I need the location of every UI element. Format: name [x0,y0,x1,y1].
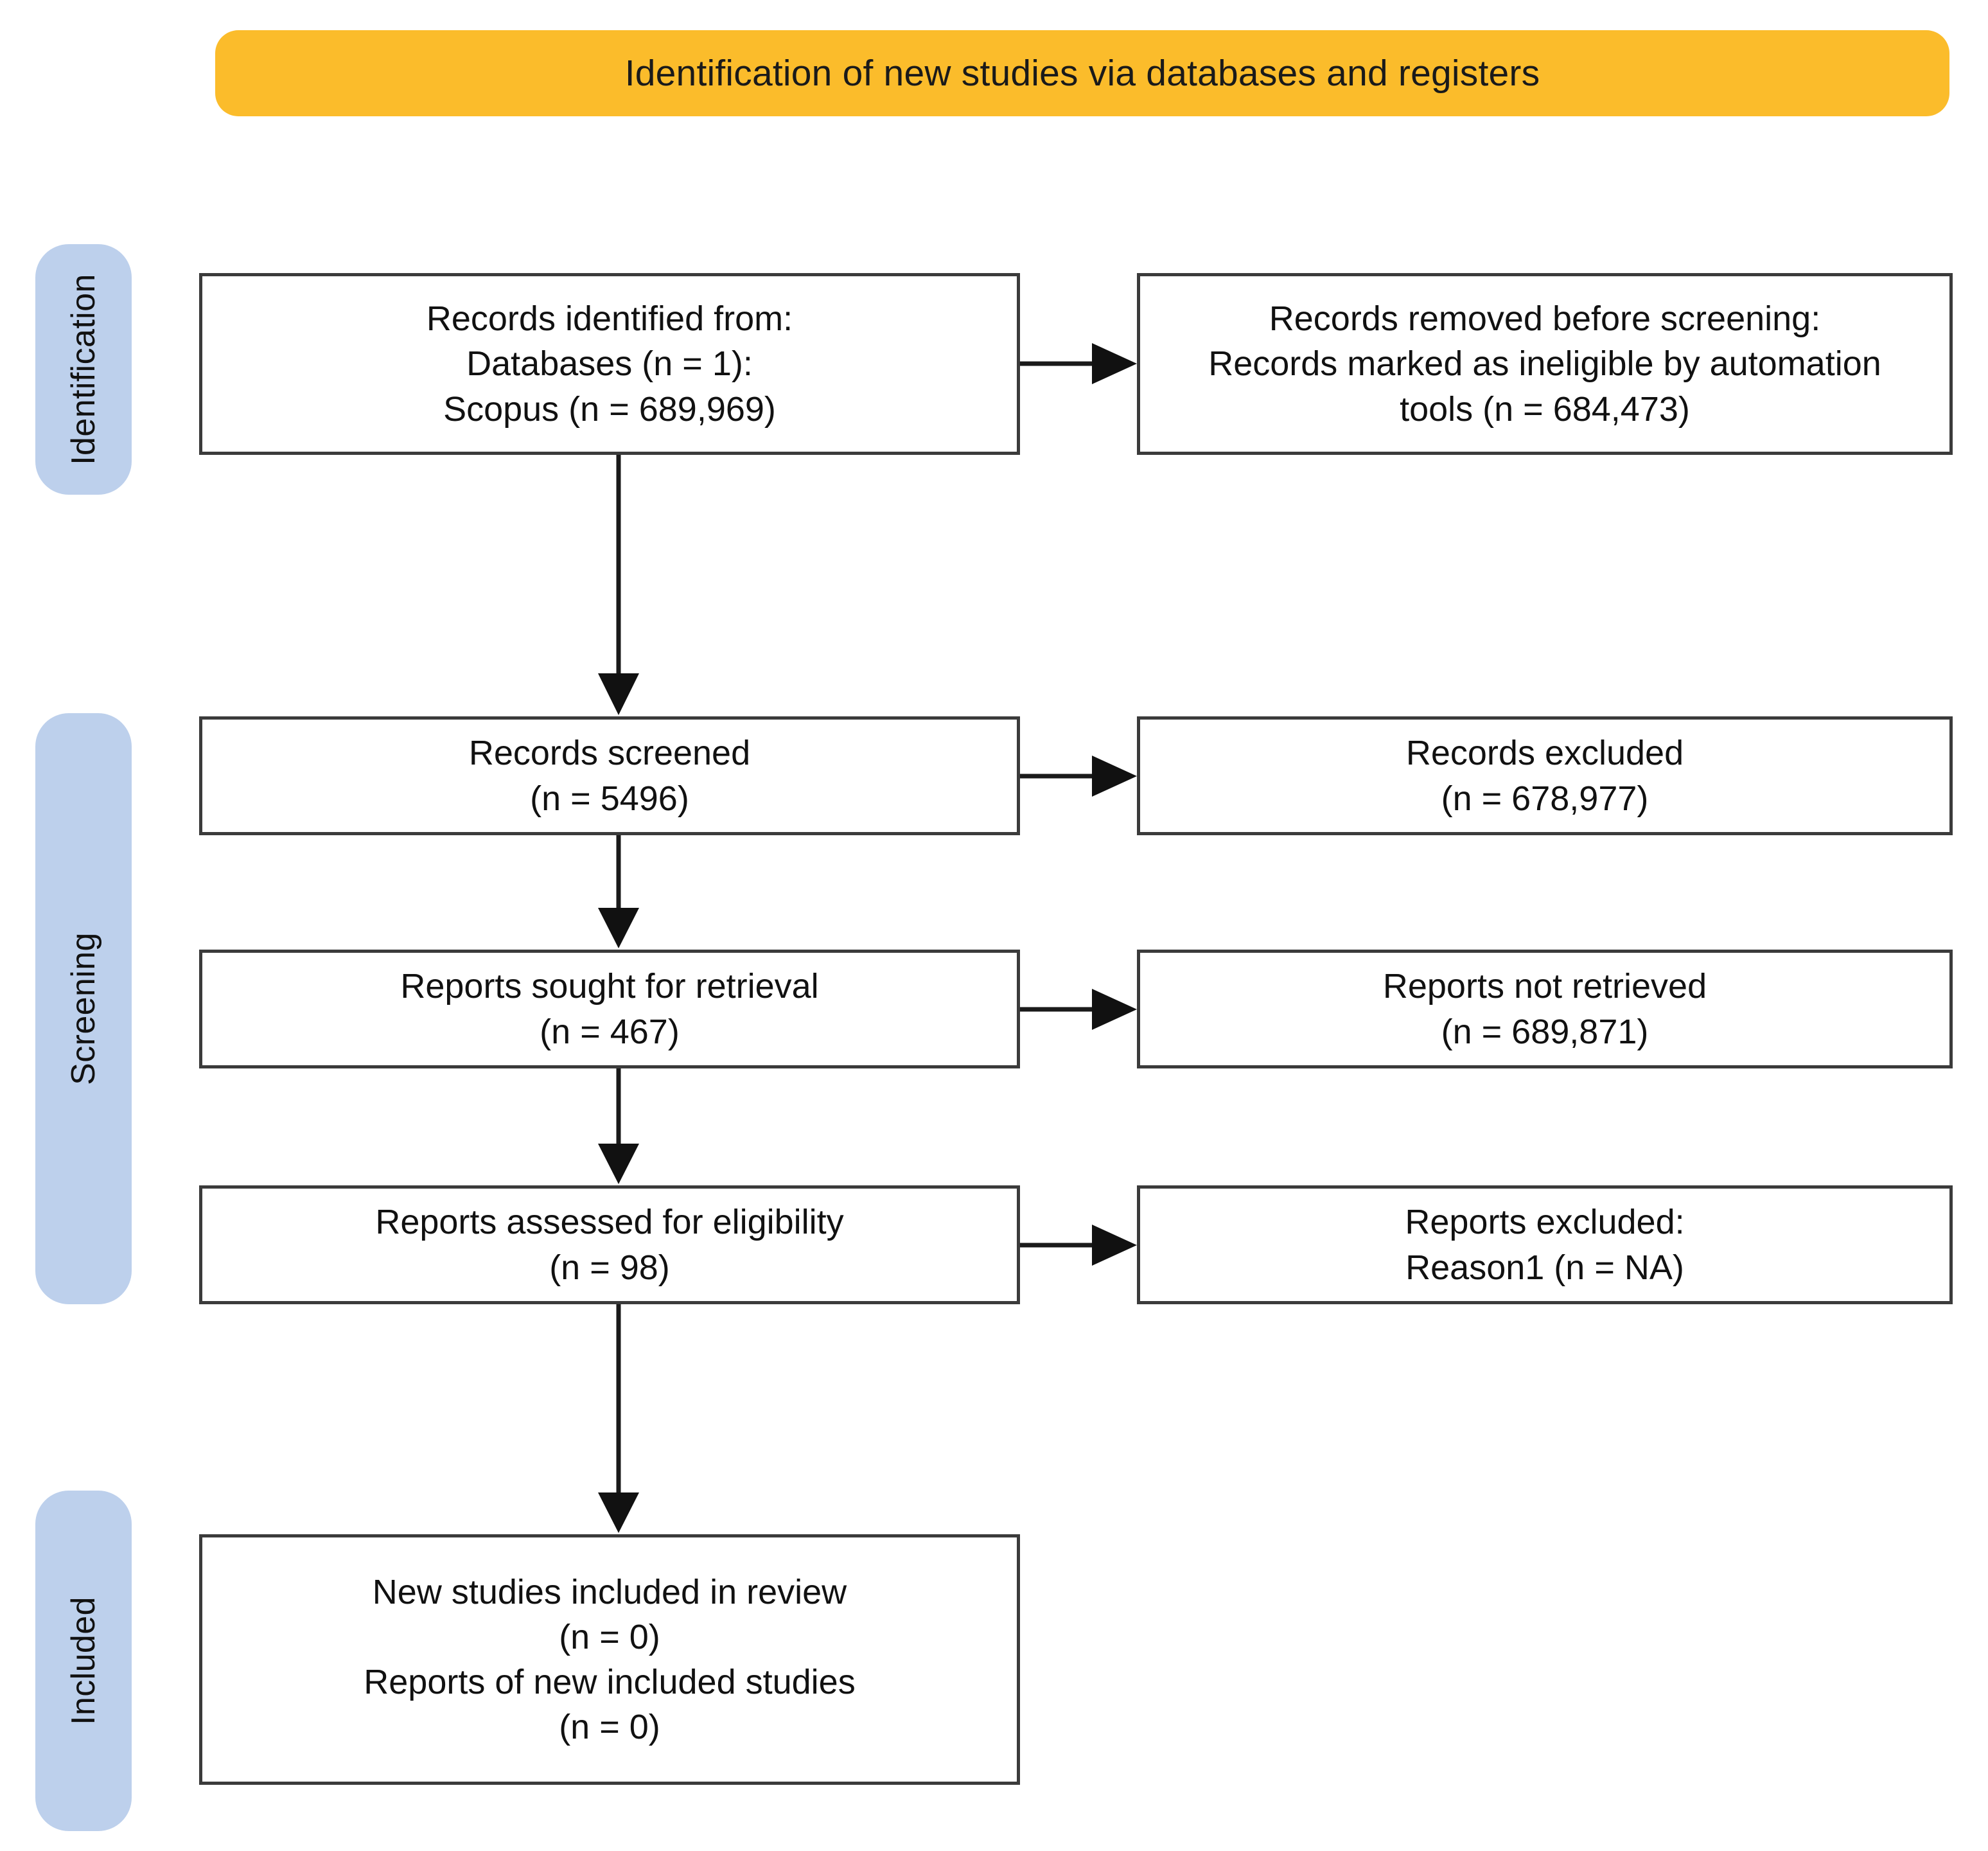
stage-label-included-text: Included [65,1597,102,1725]
box-records-removed-before-screening-text: Records removed before screening: Record… [1208,299,1881,429]
box-records-removed-before-screening: Records removed before screening: Record… [1137,273,1953,455]
box-records-excluded: Records excluded (n = 678,977) [1137,716,1953,835]
arrow-sought-to-assessed [598,1068,639,1184]
stage-label-identification-text: Identification [65,274,103,465]
arrow-identified-to-removed [1020,343,1137,384]
arrow-identified-to-screened [598,455,639,715]
box-records-screened: Records screened (n = 5496) [199,716,1020,835]
box-reports-sought-for-retrieval: Reports sought for retrieval (n = 467) [199,950,1020,1068]
box-records-identified-text: Records identified from: Databases (n = … [426,299,793,429]
stage-label-screening-text: Screening [65,932,103,1085]
box-reports-excluded-text: Reports excluded: Reason1 (n = NA) [1405,1203,1685,1287]
box-new-studies-included: New studies included in review (n = 0) R… [199,1534,1020,1785]
box-reports-sought-for-retrieval-text: Reports sought for retrieval (n = 467) [400,967,819,1051]
diagram-title-banner: Identification of new studies via databa… [215,30,1949,116]
arrow-screened-to-sought [598,835,639,948]
box-reports-not-retrieved: Reports not retrieved (n = 689,871) [1137,950,1953,1068]
arrow-assessed-to-reports-excluded [1020,1225,1137,1266]
arrow-sought-to-not-retrieved [1020,989,1137,1030]
arrow-screened-to-records-excluded [1020,756,1137,797]
box-records-identified: Records identified from: Databases (n = … [199,273,1020,455]
box-reports-not-retrieved-text: Reports not retrieved (n = 689,871) [1382,967,1707,1051]
box-reports-assessed-for-eligibility: Reports assessed for eligibility (n = 98… [199,1185,1020,1304]
page-title: Identification of new studies via databa… [624,52,1540,94]
box-reports-assessed-for-eligibility-text: Reports assessed for eligibility (n = 98… [375,1203,844,1287]
box-records-screened-text: Records screened (n = 5496) [468,734,751,818]
box-new-studies-included-text: New studies included in review (n = 0) R… [364,1572,856,1747]
stage-label-included: Included [35,1491,132,1831]
stage-label-screening: Screening [35,713,132,1304]
arrow-assessed-to-included [598,1304,639,1533]
box-records-excluded-text: Records excluded (n = 678,977) [1405,734,1684,818]
stage-label-identification: Identification [35,244,132,495]
box-reports-excluded: Reports excluded: Reason1 (n = NA) [1137,1185,1953,1304]
